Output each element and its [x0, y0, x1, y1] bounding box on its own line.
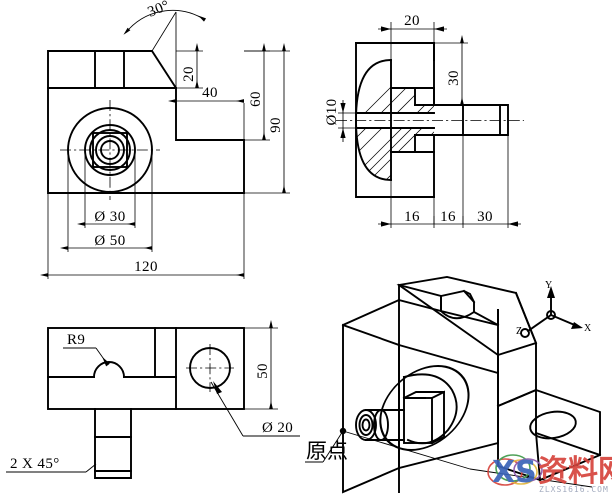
iso-shaft-end-bore [361, 418, 371, 432]
section-dim-base-arrow-l [381, 221, 391, 227]
iso-shaft-step-ellipse [373, 409, 389, 441]
iso-flange-leader-1 [342, 430, 471, 470]
section-dim-d10-arrow-bot [340, 128, 346, 138]
top-dim-r9-label: R9 [67, 332, 85, 348]
iso-shaft-end-mid [358, 414, 374, 436]
front-dim-40-label: 40 [202, 85, 218, 101]
iso-left-face [342, 298, 401, 494]
watermark-text: 资料网 [538, 454, 612, 489]
section-top-edge [355, 42, 435, 61]
section-dim-30b-label: 30 [477, 209, 493, 225]
section-dim-20-label: 20 [404, 13, 420, 29]
section-dim-30-label: 30 [446, 70, 462, 86]
iso-flange-hole [529, 410, 577, 440]
iso-nut-side [430, 390, 445, 445]
front-dim-90-label: 90 [268, 117, 284, 133]
iso-pocket-arc-top [439, 290, 475, 313]
front-dim-30-label: 30° [146, 0, 173, 21]
section-body-upper [390, 42, 435, 89]
top-view-shaft-outline [94, 408, 132, 479]
iso-flange-leader-2 [469, 468, 593, 488]
top-view: R9 50 Ø 20 2 X 45° [6, 320, 300, 479]
iso-body-top-edge-left [341, 323, 401, 347]
watermark: XS 资料网 ZLXS1616.COM [487, 454, 612, 494]
section-dim-d10-label: Ø10 [324, 98, 340, 125]
axis-z-marker [520, 328, 530, 338]
iso-origin-leader-d [322, 430, 344, 463]
section-stub-shaft [462, 104, 509, 136]
section-hatching [356, 60, 434, 180]
top-dim-d20-arrow [213, 381, 222, 394]
watermark-url: ZLXS1616.COM [539, 485, 609, 494]
top-dim-d20-label: Ø 20 [262, 420, 293, 436]
iso-nut-body [403, 397, 433, 444]
section-view: 20 30 Ø10 16 16 30 [324, 13, 524, 228]
top-view-outline [47, 327, 245, 410]
section-dim-16a-label: 16 [404, 209, 420, 225]
front-dim-120-label: 120 [134, 259, 158, 275]
front-dim-20-label: 20 [181, 66, 197, 82]
top-dim-chamfer-leader-d [85, 463, 97, 473]
watermark-logo-letters: XS [492, 455, 537, 490]
top-dim-50-label: 50 [255, 363, 271, 379]
iso-nut-top [403, 376, 426, 399]
front-dim-d30-label: Ø 30 [94, 209, 125, 225]
iso-pocket-arc-bottom [439, 309, 476, 320]
iso-flange-inner-edge [535, 389, 602, 457]
section-dim-20-arrow-l [381, 26, 391, 32]
front-dim-60-label: 60 [248, 91, 264, 107]
watermark-ring-green [495, 454, 531, 482]
top-dim-chamfer-label: 2 X 45° [10, 456, 60, 472]
isometric-view: 原点 Y X Z [305, 276, 602, 494]
iso-pocket-edge [462, 289, 476, 304]
axis-x-label: X [584, 323, 592, 334]
axis-y-arrow [547, 286, 555, 298]
axis-origin-marker [546, 310, 556, 320]
section-dim-20-arrow-r [434, 26, 444, 32]
iso-flange-front-edge [534, 431, 542, 482]
axis-x-arrow [571, 322, 583, 329]
top-view-r9-arc [93, 361, 125, 378]
section-body-lower [390, 151, 435, 198]
front-dim-30-arc [123, 10, 207, 35]
watermark-ring-red [487, 458, 523, 486]
section-pocket-lower [390, 134, 416, 153]
front-view: 30° 20 40 60 90 Ø 30 Ø 50 120 [40, 0, 290, 279]
axis-y-label: Y [545, 280, 552, 291]
axis-z-label: Z [516, 326, 522, 337]
iso-body-top-front [397, 343, 499, 375]
front-view-outline [47, 50, 245, 194]
section-dim-16b-label: 16 [440, 209, 456, 225]
section-boss-arc-left [355, 59, 392, 181]
section-plate-outline [355, 42, 435, 198]
iso-boss-outer [379, 365, 470, 451]
section-pocket-upper [390, 87, 416, 106]
iso-origin-label: 原点 [306, 439, 348, 463]
section-dim-base-arrow-r [508, 221, 518, 227]
section-dim-d10-arrow-top [340, 103, 346, 113]
axis-triad: Y X Z [516, 280, 592, 338]
watermark-ring-purple [513, 458, 543, 482]
top-dim-r9-leader-d [95, 347, 110, 367]
iso-pocket-to-right [472, 310, 500, 327]
iso-nut-top-face [402, 391, 445, 400]
iso-shaft-end-outer [355, 409, 377, 441]
front-dim-d50-label: Ø 50 [94, 233, 125, 249]
iso-boss-inner-curve [402, 373, 458, 445]
